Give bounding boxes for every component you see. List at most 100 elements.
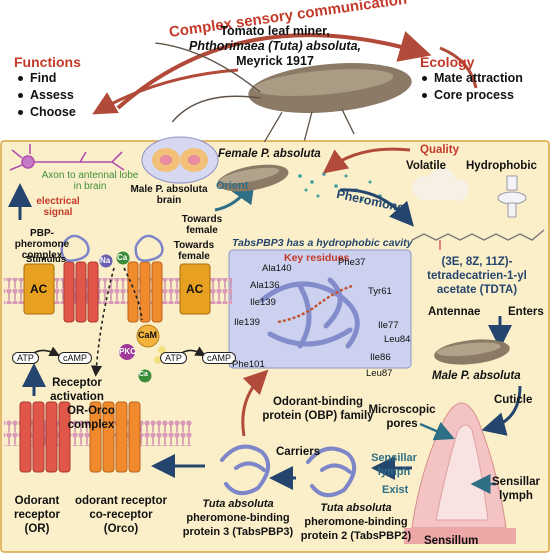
towards-female-mid: Towards female — [173, 240, 215, 262]
arrow-pores — [419, 421, 455, 441]
sensillar-lymph-inner: lymph — [377, 466, 411, 478]
pbp-complex — [60, 234, 164, 262]
pbp2-label: Tuta absoluta — [320, 502, 392, 514]
ecology-list: Mate attraction Core process — [420, 70, 523, 104]
exist-label: Exist — [382, 484, 409, 496]
tdta-molecule — [411, 229, 545, 241]
arrow-pheromone — [339, 188, 414, 227]
receptor-top-red — [63, 261, 99, 323]
receptor-activation-label: activation — [50, 391, 104, 403]
co-receptor-label: co-receptor — [89, 509, 153, 521]
arrow-cuticle — [481, 385, 522, 436]
pbp2-structure — [306, 446, 356, 498]
stimulus-label: Stimulus — [26, 254, 67, 265]
volatile-cloud — [412, 168, 469, 201]
tdta-line: acetate (TDTA) — [436, 284, 518, 296]
pbp3-label: protein 3 (TabsPBP3) — [182, 526, 294, 538]
cam-label: CaM — [138, 330, 158, 340]
pbp2-label: protein 2 (TabsPBP2) — [300, 530, 412, 542]
towards-female-top: Towards female — [181, 214, 223, 236]
volatile-label: Volatile — [406, 160, 447, 172]
receptor-activation-label: Receptor — [52, 377, 102, 389]
residue-label: Phe101 — [232, 359, 265, 370]
function-item: Choose — [16, 104, 76, 121]
arrow-quality — [322, 147, 411, 174]
camp-label-right: cAMP — [202, 352, 237, 364]
male-brain-label: Male P. absoluta brain — [130, 184, 208, 206]
pkc-label: PKC — [119, 347, 136, 356]
atp-label-right: ATP — [160, 352, 187, 364]
or-orco-label: OR-Orco — [67, 405, 115, 417]
tdta-line: tetradecatrien-1-yl — [427, 270, 527, 282]
sensillar-lymph-inner: Sensillar — [371, 452, 417, 464]
receptor-or — [19, 401, 71, 473]
residue-label: Leu84 — [384, 334, 411, 345]
enters-label: Enters — [508, 306, 544, 318]
obp-family-label: protein (OBP) family — [262, 410, 374, 422]
antennae-label: Antennae — [428, 306, 481, 318]
axon-label: Axon to antennal lobe in brain — [41, 170, 139, 192]
residue-label: Ile139 — [250, 297, 276, 308]
neuron — [9, 144, 125, 171]
functions-list: Find Assess Choose — [16, 70, 76, 121]
receptor-top-orange — [127, 261, 163, 323]
ac-label-left: AC — [30, 282, 48, 296]
residue-label: Phe37 — [338, 257, 366, 268]
residue-label: Ala136 — [250, 280, 280, 291]
pbp-complex-label: PBP-pheromone complex — [14, 228, 70, 261]
sensillar-lymph-outer: Sensillar — [492, 476, 540, 488]
ac-box-left — [23, 263, 55, 315]
ligand-chain — [277, 284, 353, 324]
species-latin: Phthorimaea (Tuta) absoluta, — [188, 39, 361, 53]
co-receptor-label: odorant receptor — [74, 495, 167, 507]
cavity-panel — [228, 249, 412, 369]
cavity-title: TabsPBP3 has a hydrophobic cavity — [232, 237, 413, 249]
pbp2-label: pheromone-binding — [304, 516, 408, 528]
na-label: Na — [100, 256, 111, 265]
sensillum-label: Sensillum — [424, 535, 479, 547]
ac-label-right: AC — [186, 282, 204, 296]
arrow-dashed-right — [123, 267, 143, 321]
species-common: Tomato leaf miner, — [220, 24, 330, 38]
protein-structure — [259, 277, 360, 349]
ca-label: Ca — [117, 253, 128, 262]
odorant-receptor-label: (OR) — [24, 523, 50, 535]
tdta-line: (3E, 8Z, 11Z)- — [441, 256, 513, 268]
moth-male — [434, 339, 510, 365]
ecology-title: Ecology — [420, 54, 475, 70]
function-item: Assess — [16, 87, 76, 104]
pbp3-structure — [220, 444, 270, 496]
ca-label-low: Ca — [139, 371, 148, 378]
ca-ion — [116, 251, 130, 265]
function-item: Find — [16, 70, 76, 87]
top-arc-red — [116, 31, 432, 110]
key-residues-label: Key residues — [284, 252, 350, 264]
co-receptor-label: (Orco) — [103, 523, 139, 535]
arrow-to-cavity — [241, 369, 269, 437]
receptor-orco — [89, 401, 141, 473]
atp-label-left: ATP — [12, 352, 39, 364]
orient-label: Orient — [216, 180, 249, 192]
microscopic-pores-label: pores — [386, 418, 418, 430]
residue-label: Ile77 — [378, 320, 399, 331]
moth-top — [155, 42, 412, 143]
electrical-signal-label: electrical signal — [36, 196, 80, 218]
camp-label-left: cAMP — [58, 352, 93, 364]
brain — [141, 136, 219, 184]
cam-circle — [136, 324, 160, 348]
top-arc-red-2 — [439, 46, 478, 89]
functions-title: Functions — [14, 54, 81, 70]
residue-label: Ile139 — [234, 317, 260, 328]
or-orco-label: complex — [67, 419, 115, 431]
ca-ion-low — [138, 369, 152, 383]
microscopic-pores-label: Microscopic — [368, 404, 436, 416]
hydrophobic-label: Hydrophobic — [466, 160, 537, 172]
pbp3-label: pheromone-binding — [186, 512, 290, 524]
ecology-item: Core process — [420, 87, 523, 104]
female-label: Female P. absoluta — [218, 148, 321, 160]
obp-family-label: Odorant-binding — [272, 396, 364, 408]
residue-label: Ala140 — [262, 263, 292, 274]
residue-label: Tyr61 — [368, 286, 392, 297]
